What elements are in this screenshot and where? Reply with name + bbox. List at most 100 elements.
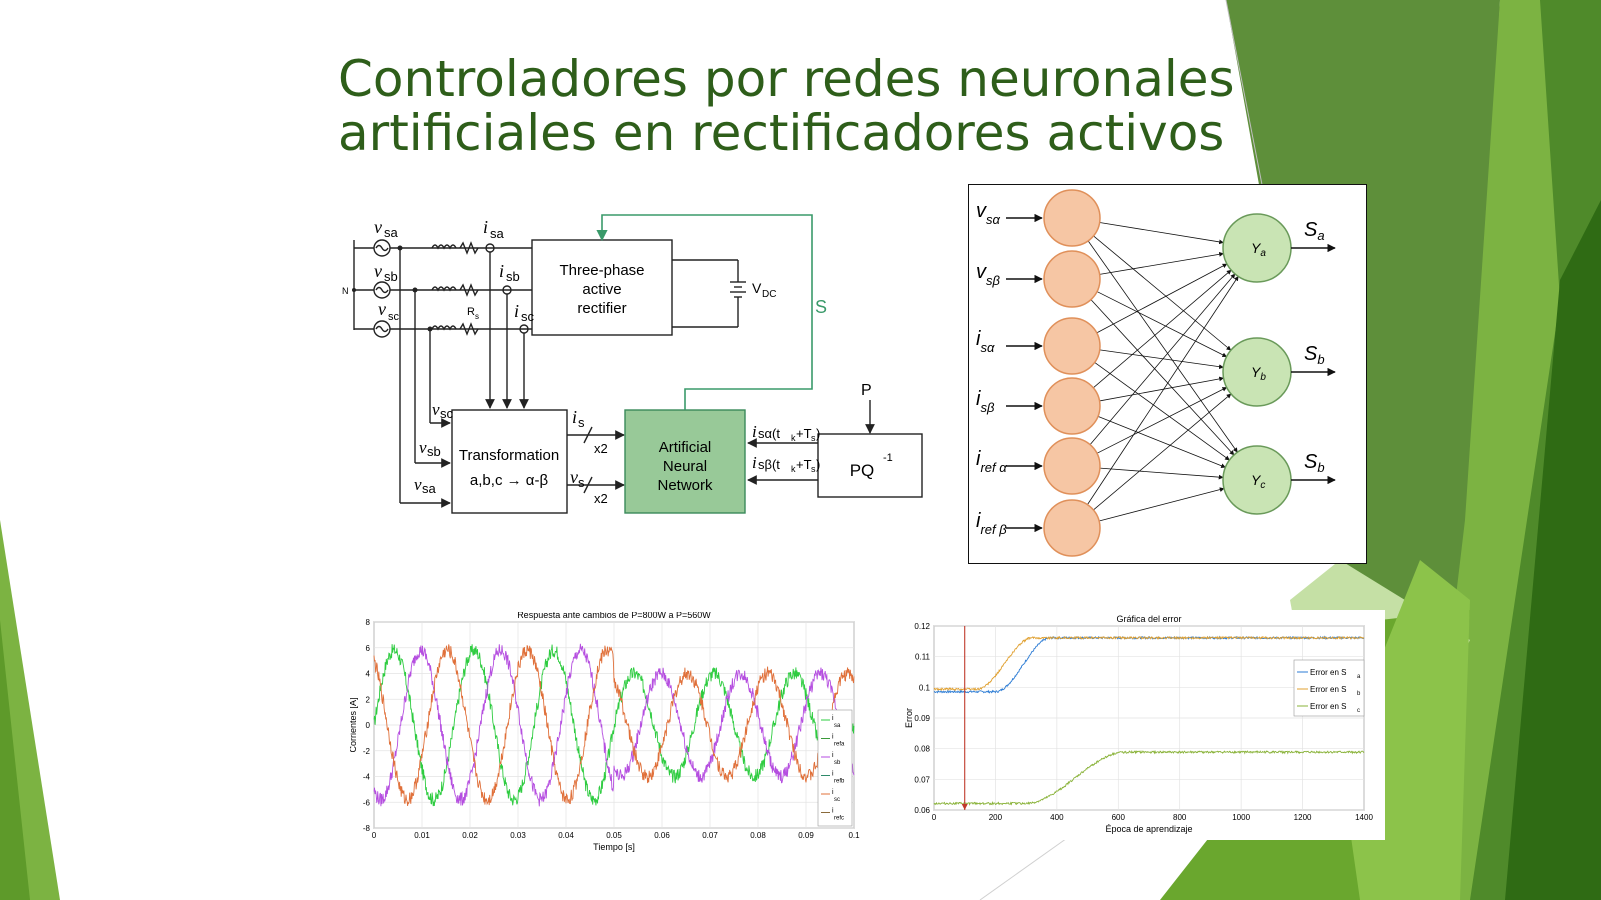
chart1-xlabel: Tiempo [s] — [593, 842, 635, 852]
nn-link-1-0 — [1099, 251, 1224, 275]
chart1-legend-sub-1: refa — [834, 742, 845, 748]
label-isbeta-ts: +T — [796, 457, 812, 472]
chart1-xtick-6: 0.06 — [654, 831, 670, 840]
chart1-ytick-6: -4 — [363, 773, 371, 782]
label-i-sc-sub: sc — [521, 309, 535, 324]
chart1-legend-sub-2: sb — [834, 760, 841, 766]
input-label-2: isα — [976, 328, 995, 355]
label-v-sc-sub: sc — [388, 311, 400, 323]
label-isbeta-i: i — [752, 453, 757, 472]
slide-title: Controladores por redes neuronales artif… — [338, 52, 1278, 160]
label-isbeta-k: k — [791, 464, 796, 474]
chart1-legend-name-5: i — [832, 808, 834, 815]
input-neuron-3 — [1043, 377, 1101, 435]
label-v-sa: v — [374, 217, 382, 237]
bg-shape-left-dark — [0, 620, 30, 900]
label-v-sa-transform: v — [414, 475, 422, 494]
bg-thin-line-2 — [979, 835, 1071, 900]
label-isalpha: sα(t — [758, 426, 780, 441]
label-is-sub: s — [578, 415, 585, 430]
chart2-legend-sub-1: b — [1357, 691, 1361, 697]
input-label-1: vsβ — [976, 261, 1001, 288]
ann-line3: Network — [657, 477, 713, 494]
input-label-3: isβ — [976, 388, 995, 415]
label-isbeta-s: s — [811, 464, 816, 474]
nn-link-2-2 — [1094, 362, 1230, 461]
label-v-sb-sub: sb — [384, 269, 398, 284]
chart2-marker-arrowhead — [961, 804, 968, 810]
chart2-xtick-2: 400 — [1050, 813, 1064, 822]
label-v-sa-sub: sa — [384, 225, 399, 240]
rectifier-line1: Three-phase — [559, 262, 644, 279]
nn-link-4-0 — [1089, 273, 1236, 445]
chart1-legend-name-2: i — [832, 752, 834, 759]
label-v-sc-transform-sub: sc — [440, 406, 454, 421]
nn-link-2-0 — [1096, 263, 1228, 334]
chart1-legend-sub-5: refc — [834, 816, 844, 822]
chart1-series-sa — [373, 644, 855, 807]
nn-link-3-0 — [1093, 269, 1232, 389]
chart2-series-c — [933, 749, 1365, 806]
nn-link-1-2 — [1090, 299, 1235, 456]
chart2-ytick-5: 0.07 — [914, 775, 930, 784]
chart1-legend-name-4: i — [832, 789, 834, 796]
chart1-legend-sub-0: sa — [834, 723, 841, 729]
output-label-0: Sa — [1304, 219, 1325, 243]
nn-link-4-2 — [1099, 467, 1224, 480]
slide-title-line1: Controladores por redes neuronales — [338, 50, 1235, 108]
label-i-sa-sub: sa — [490, 226, 505, 241]
transform-line2: a,b,c → α-β — [470, 472, 549, 489]
label-neutral: N — [342, 286, 349, 296]
nn-link-5-0 — [1087, 275, 1239, 505]
chart2-ytick-4: 0.08 — [914, 745, 930, 754]
nn-link-0-0 — [1099, 222, 1224, 245]
label-i-sb: i — [499, 261, 504, 281]
chart1-title: Respuesta ante cambios de P=800W a P=560… — [517, 612, 711, 620]
label-v-sb-transform: v — [419, 438, 427, 457]
chart1-xtick-3: 0.03 — [510, 831, 526, 840]
ann-line1: Artificial — [659, 439, 712, 456]
chart1-ytick-3: 2 — [366, 695, 371, 704]
chart1-xtick-5: 0.05 — [606, 831, 622, 840]
label-v-sb-transform-sub: sb — [427, 444, 441, 459]
chart2-ytick-3: 0.09 — [914, 714, 930, 723]
circuit-diagram: v sa v sb v sc N i sa i sb i sc R s Thre… — [342, 214, 923, 514]
chart1-legend-sub-3: refb — [834, 779, 845, 785]
nn-link-3-2 — [1097, 416, 1226, 468]
chart2-ylabel: Error — [904, 708, 914, 728]
input-label-4: iref α — [976, 448, 1007, 475]
input-neuron-1 — [1043, 250, 1101, 308]
chart2-xtick-1: 200 — [989, 813, 1003, 822]
chart1-legend-name-3: i — [832, 771, 834, 778]
label-vs-sub: s — [578, 475, 585, 490]
chart1-xtick-0: 0 — [372, 831, 377, 840]
chart2-xtick-6: 1200 — [1294, 813, 1312, 822]
chart2-xtick-0: 0 — [932, 813, 937, 822]
chart2-ytick-6: 0.06 — [914, 806, 930, 815]
chart1-xtick-7: 0.07 — [702, 831, 718, 840]
output-neuron-label-2: Yc — [1251, 472, 1265, 491]
label-is: i — [572, 407, 577, 427]
chart1-legend-sub-4: sc — [834, 797, 840, 803]
label-vs: v — [570, 467, 578, 487]
nn-link-2-1 — [1099, 349, 1224, 370]
label-i-sb-sub: sb — [506, 269, 520, 284]
label-rs-sub: s — [475, 312, 479, 321]
output-neuron-label-1: Yb — [1251, 364, 1266, 383]
input-neuron-4 — [1043, 437, 1101, 495]
chart1-xtick-2: 0.02 — [462, 831, 478, 840]
output-neuron-label-0: Ya — [1251, 240, 1266, 259]
label-vdc: V — [752, 280, 762, 296]
chart1-xtick-1: 0.01 — [414, 831, 430, 840]
label-pq: PQ — [850, 461, 875, 480]
ann-line2: Neural — [663, 458, 707, 475]
nn-link-0-2 — [1087, 240, 1238, 453]
chart2-xtick-7: 1400 — [1355, 813, 1373, 822]
chart1-ytick-2: 4 — [366, 670, 371, 679]
label-pq-sup: -1 — [883, 452, 893, 464]
rectifier-line2: active — [582, 281, 621, 298]
chart2-xlabel: Época de aprendizaje — [1105, 824, 1192, 834]
chart1-ytick-8: -8 — [363, 824, 371, 833]
